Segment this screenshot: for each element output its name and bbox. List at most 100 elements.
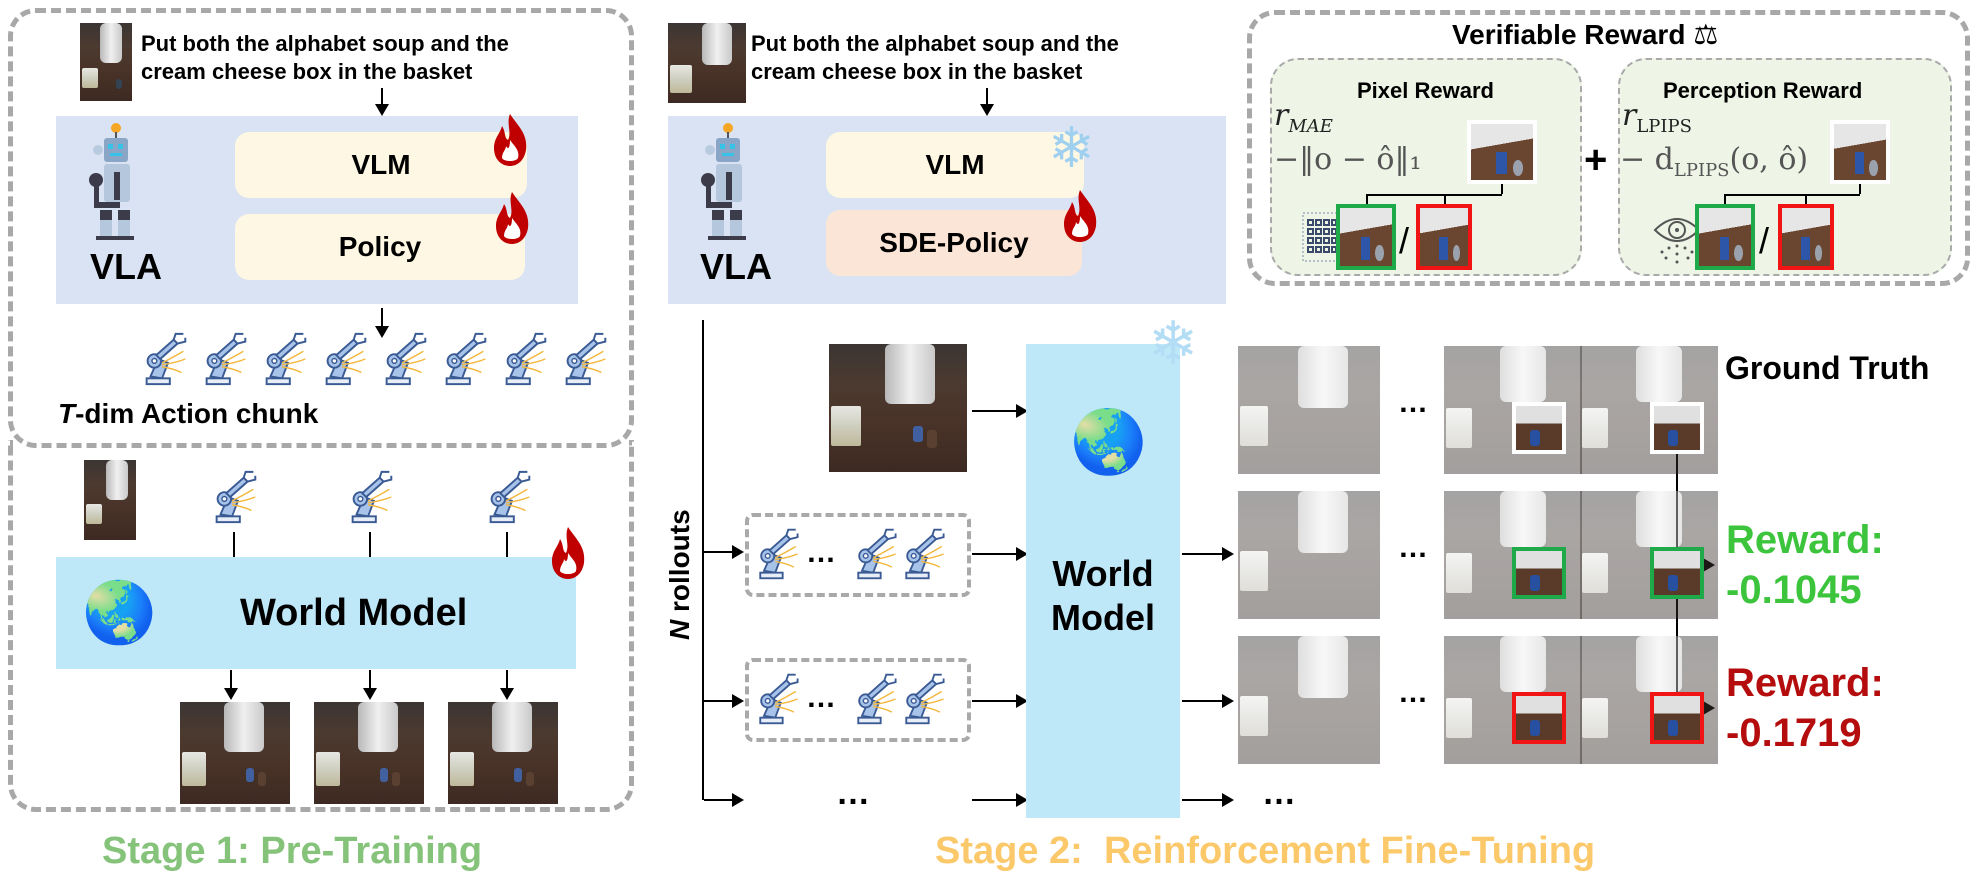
verifiable-reward-title-text: Verifiable Reward: [1452, 19, 1686, 50]
good-prediction: [1695, 204, 1755, 270]
ground-truth-reference: [1467, 120, 1537, 184]
bad-prediction: [1416, 204, 1472, 270]
instruction-arrow: [375, 88, 389, 116]
good-prediction: [1336, 204, 1396, 270]
ground-truth-reference: [1830, 120, 1890, 184]
robot-arm-icon: [852, 671, 900, 732]
world-model-label: World Model: [240, 592, 468, 634]
vlm-label: VLM: [351, 149, 411, 180]
instruction-line-2: cream cheese box in the basket: [141, 59, 473, 84]
group-arrow: [972, 694, 1028, 708]
balance-scale-icon: ⚖: [1693, 19, 1719, 50]
pixel-reward-title: Pixel Reward: [1357, 78, 1494, 103]
predicted-frame: [448, 702, 558, 804]
predicted-frame: [180, 702, 290, 804]
robot-arm-icon: [500, 330, 550, 388]
generated-frame: [1238, 636, 1380, 764]
rollouts-N: N: [664, 619, 695, 640]
flame-icon: [494, 114, 527, 166]
connector: [1366, 194, 1368, 204]
reward-label: Reward:: [1726, 518, 1884, 562]
robot-arm-icon: [200, 330, 250, 388]
reward-bad: Reward: -0.1719: [1726, 658, 1884, 758]
bad-prediction: [1778, 204, 1834, 270]
verifiable-reward-title: Verifiable Reward ⚖: [1452, 18, 1718, 51]
stage1-bottom-panel: [8, 440, 634, 812]
prediction-arrow: [224, 670, 238, 700]
ground-truth-crop: [1650, 402, 1704, 454]
robot-arm-icon: [754, 526, 802, 587]
predicted-frame: [314, 702, 424, 804]
flame-icon: [1064, 190, 1097, 242]
action-chunk-text: -dim Action chunk: [75, 398, 319, 429]
reward-label: Reward:: [1726, 661, 1884, 705]
plus-sign: +: [1584, 138, 1608, 182]
policy-label: Policy: [338, 231, 422, 262]
ellipsis: …: [806, 681, 836, 714]
flame-icon: [552, 527, 585, 579]
robot-arm-icon: [260, 330, 310, 388]
connector: [369, 532, 371, 557]
robot-arm-icon: [900, 671, 948, 732]
world-model-line-1: World: [1052, 553, 1154, 594]
ellipsis: …: [1398, 531, 1428, 564]
perception-reward-formula: − dLPIPS(o, ô): [1620, 142, 1808, 181]
action-chunk: [140, 330, 610, 390]
instruction-line-1: Put both the alphabet soup and the: [751, 31, 1119, 56]
perception-reward-symbol: rLPIPS: [1622, 98, 1692, 137]
stage1-instruction: Put both the alphabet soup and the cream…: [141, 30, 509, 86]
r-symbol: r: [1622, 98, 1637, 133]
stage1-caption: Stage 1: Pre-Training: [102, 830, 483, 872]
robot-arm-icon: [440, 330, 490, 388]
vlm-module: VLM: [826, 132, 1084, 198]
separator: /: [1399, 220, 1410, 261]
stage2-caption: Stage 2: Reinforcement Fine-Tuning: [935, 830, 1596, 872]
stage1-world-model: [56, 557, 576, 669]
reward-value: -0.1045: [1726, 568, 1862, 612]
bad-prediction-crop: [1650, 692, 1704, 744]
robot-arm-icon: [560, 330, 610, 388]
stage2-instruction: Put both the alphabet soup and the cream…: [751, 30, 1119, 86]
connector: [1859, 184, 1861, 194]
stage1-observation-image: [80, 23, 132, 101]
vla-label: VLA: [90, 246, 162, 287]
r-symbol: r: [1274, 98, 1289, 133]
connector: [1724, 194, 1726, 204]
rollout-action-group: [745, 658, 971, 742]
stage2-world-model: [1026, 344, 1180, 818]
bad-prediction-crop: [1512, 692, 1566, 744]
group-arrow: [972, 793, 1028, 807]
lpips-subscript: LPIPS: [1636, 116, 1692, 137]
connector: [506, 532, 508, 557]
ground-truth-crop: [1512, 402, 1566, 454]
reward-good: Reward: -0.1045: [1726, 515, 1884, 615]
instruction-line-2: cream cheese box in the basket: [751, 59, 1083, 84]
policy-module: Policy: [235, 214, 525, 280]
robot-arm-icon: [380, 330, 430, 388]
robot-icon: [89, 123, 134, 240]
formula-prefix: − d: [1620, 142, 1674, 177]
rollout-arrow: [704, 694, 744, 708]
ellipsis: …: [1398, 676, 1428, 709]
robot-arm-icon: [484, 468, 534, 526]
stage2-initial-frame: [829, 344, 967, 472]
connector: [1444, 194, 1446, 204]
connector: [1805, 194, 1807, 204]
perception-reward-title: Perception Reward: [1663, 78, 1863, 103]
rollout-arrow: [704, 545, 744, 559]
reward-value: -0.1719: [1726, 711, 1862, 755]
sde-policy-module: SDE-Policy: [826, 210, 1082, 276]
wm-output-arrow: [1182, 793, 1234, 807]
wm-output-arrow: [1182, 547, 1234, 561]
rollouts-label: N rollouts: [664, 509, 696, 640]
snowflake-icon: ❄: [1148, 310, 1199, 377]
globe-icon: 🌏: [1070, 408, 1148, 477]
initial-frame-arrow: [972, 404, 1028, 418]
stage1-wm-input-image: [84, 460, 136, 540]
stage2-observation-image: [668, 23, 746, 103]
action-chunk-T: T: [58, 398, 76, 429]
connector: [233, 532, 235, 557]
prediction-arrow: [363, 670, 377, 700]
wm-output-ellipsis: …: [1262, 774, 1296, 812]
generated-frame: [1580, 636, 1718, 764]
